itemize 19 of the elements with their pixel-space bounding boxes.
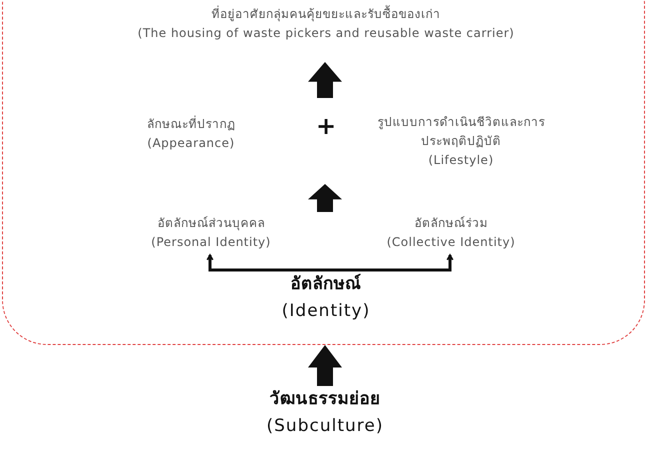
english-text: (Appearance) xyxy=(146,135,236,152)
english-text: (Identity) xyxy=(280,300,372,323)
block-arrow xyxy=(308,345,342,386)
english-text: (The housing of waste pickers and reusable waste carrier) xyxy=(136,25,516,42)
thai-text: วัฒนธรรมย่อย xyxy=(268,388,382,411)
english-text: (Subculture) xyxy=(266,415,384,438)
thai-text: อัตลักษณ์ส่วนบุคคล xyxy=(156,215,266,232)
english-text: (Personal Identity) xyxy=(150,234,272,251)
arrow xyxy=(325,254,454,272)
dashed-frame xyxy=(2,0,645,345)
thai-text: อัตลักษณ์ xyxy=(290,272,362,296)
thai-text: รูปแบบการดำเนินชีวิตและการประพฤติปฏิบัติ xyxy=(376,114,546,150)
arrow xyxy=(206,254,325,272)
thai-text: ลักษณะที่ปรากฏ xyxy=(146,115,236,133)
plus-sign: + xyxy=(316,112,336,140)
thai-text: ที่อยู่อาศัยกลุ่มคนคุ้ยขยะและรับซื้อของเก่า xyxy=(210,5,442,24)
english-text: (Lifestyle) xyxy=(427,152,495,169)
thai-text: อัตลักษณ์ร่วม xyxy=(413,215,489,232)
english-text: (Collective Identity) xyxy=(386,234,516,251)
